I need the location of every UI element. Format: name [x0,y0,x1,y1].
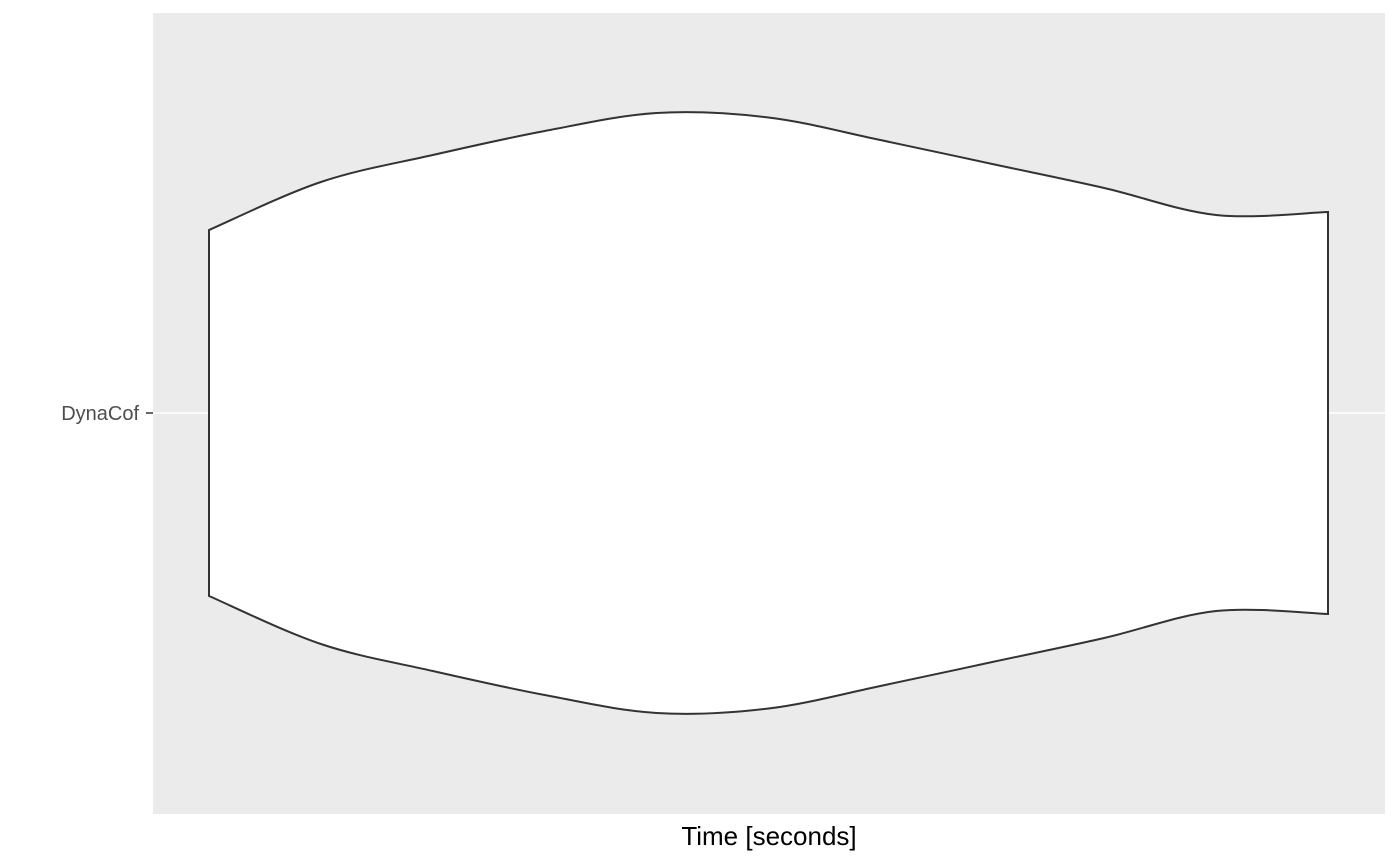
y-tick-label-dynacof: DynaCof [61,403,139,425]
x-axis-title: Time [seconds] [681,821,856,851]
violin-dynacof [208,111,1329,715]
